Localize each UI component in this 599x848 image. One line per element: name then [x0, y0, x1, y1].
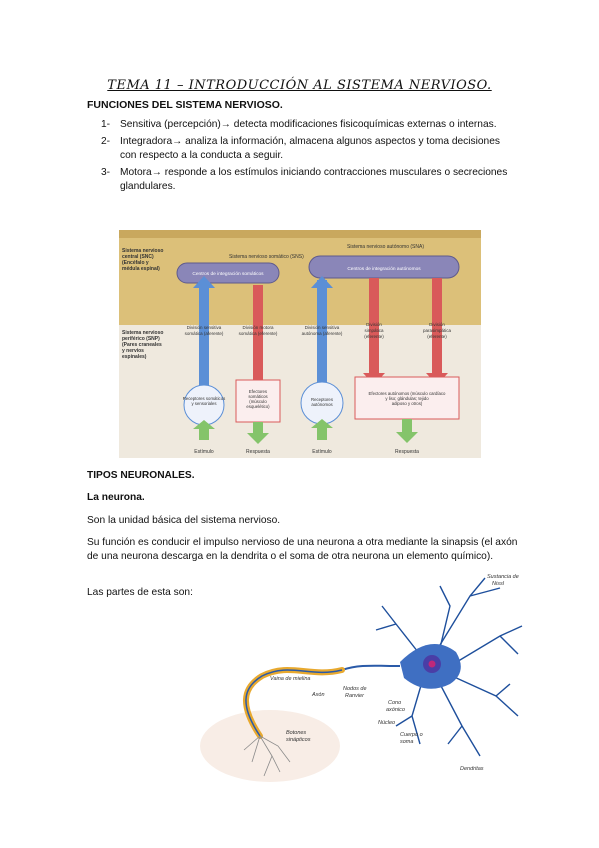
response-arrow-2 — [402, 419, 412, 433]
center-right-label: Centros de integración autónomos — [347, 266, 421, 272]
section-heading-funciones: FUNCIONES DEL SISTEMA NERVIOSO. — [87, 99, 283, 111]
arrow-head — [396, 432, 418, 443]
arrow-head — [247, 433, 269, 444]
center-right-pill — [308, 255, 460, 279]
out2-label: Respuesta — [246, 449, 270, 455]
list-text: Integradora→ analiza la información, alm… — [120, 136, 500, 161]
paragraph-2: Su función es conducir el impulso nervio… — [87, 537, 518, 562]
nucleolus — [428, 660, 436, 668]
afferent-arrow-autonomic — [317, 280, 327, 398]
sympathetic-arrow — [369, 278, 379, 376]
stimulus-arrow-1 — [199, 426, 209, 440]
terminal-background — [200, 710, 340, 782]
list-item: 2- Integradora→ analiza la información, a… — [87, 135, 517, 163]
out4-label: Respuesta — [395, 449, 419, 455]
out3-label: Estímulo — [312, 449, 332, 455]
efferent-arrow-somatic — [253, 285, 263, 393]
paragraph-3: Las partes de esta son: — [87, 587, 193, 598]
list-text: Motora→ responde a los estímulos inician… — [120, 167, 508, 192]
stimulus-arrow-2 — [317, 425, 327, 440]
list-number: 2- — [101, 136, 111, 147]
label-dendritas: Dendritas — [460, 766, 484, 772]
effector-box-somatic — [235, 379, 281, 423]
list-text: Sensitiva (percepción)→ detecta modifica… — [120, 119, 497, 130]
effector-box-autonomic — [354, 376, 460, 420]
response-arrow-1 — [253, 422, 263, 434]
arrow-head — [311, 276, 333, 288]
list-number: 3- — [101, 167, 111, 178]
section-heading-tipos: TIPOS NEURONALES. — [87, 470, 195, 481]
center-left-label: Centros de integración somáticos — [192, 271, 264, 277]
afferent-arrow-somatic — [199, 285, 209, 398]
list-item: 1- Sensitiva (percepción)→ detecta modifi… — [87, 118, 517, 132]
page-title: TEMA 11 – INTRODUCCIÓN AL SISTEMA NERVIO… — [107, 78, 492, 93]
axon-terminals — [243, 735, 291, 777]
list-number: 1- — [101, 119, 111, 130]
axon — [245, 669, 343, 737]
paragraph-1: Son la unidad básica del sistema nervios… — [87, 515, 281, 526]
arrow-head — [311, 419, 333, 428]
list-item: 3- Motora→ responde a los estímulos inici… — [87, 166, 517, 194]
label-nucleo: Núcleo — [378, 720, 395, 726]
out1-label: Estímulo — [194, 449, 214, 455]
label-axon: Axón — [311, 692, 325, 698]
axon-hillock — [341, 664, 401, 671]
cns-band-top — [119, 230, 481, 238]
dendrites — [375, 577, 523, 757]
sns-label: Sistema nervioso somático (SNS) — [229, 254, 304, 260]
arrow-head — [193, 276, 215, 288]
parasympathetic-arrow — [432, 278, 442, 376]
sna-label: Sistema nervioso autónomo (SNA) — [347, 244, 424, 250]
arrow-head — [193, 420, 215, 429]
subheading-neurona: La neurona. — [87, 492, 145, 503]
label-vaina: Vaina de mielina — [270, 676, 310, 682]
functions-list: 1- Sensitiva (percepción)→ detecta modifi… — [87, 118, 517, 197]
